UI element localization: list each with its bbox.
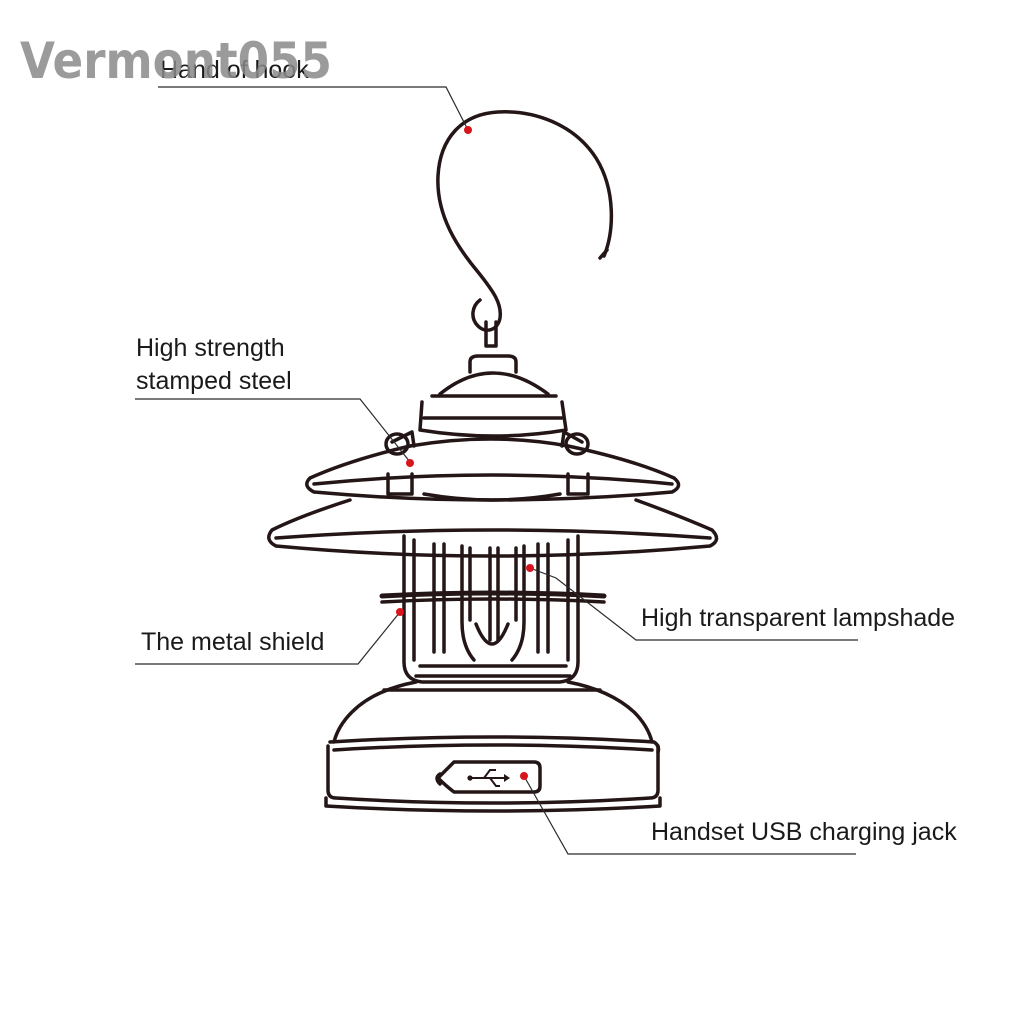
label-steel-line2: stamped steel: [136, 367, 292, 395]
label-hook: Hand of hook: [160, 56, 309, 84]
marker-hook: [464, 126, 472, 134]
label-lampshade: High transparent lampshade: [641, 604, 955, 632]
marker-shield: [396, 608, 404, 616]
usb-port: [436, 760, 542, 794]
label-steel-line1: High strength: [136, 334, 285, 362]
lampshade-globe: [402, 534, 580, 684]
marker-usb: [520, 772, 528, 780]
marker-steel: [406, 459, 414, 467]
marker-lampshade: [526, 564, 534, 572]
usb-icon: [467, 769, 510, 787]
callout-markers: [396, 126, 534, 780]
label-shield: The metal shield: [141, 628, 324, 656]
lower-shade: [267, 498, 719, 558]
top-cap: [384, 354, 590, 456]
hook: [436, 110, 614, 348]
callout-leaders: [135, 86, 858, 855]
lantern-base: [324, 680, 662, 813]
label-usb: Handset USB charging jack: [651, 818, 957, 846]
upper-shade: [305, 437, 681, 502]
watermark: Vermont055: [20, 32, 332, 90]
